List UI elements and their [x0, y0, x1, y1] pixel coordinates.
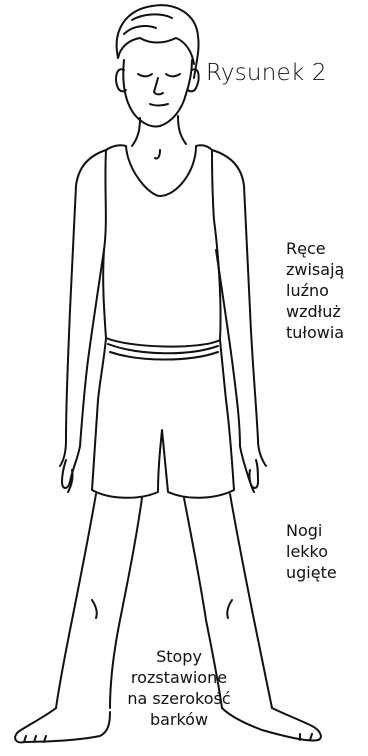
annotation-feet: Stopy rozstawione na szerokość barków: [118, 646, 240, 730]
annotation-line: Stopy: [118, 646, 240, 667]
shorts: [92, 338, 234, 498]
annotation-line: lekko: [286, 541, 337, 562]
left-eye: [138, 74, 152, 76]
left-foot: [15, 708, 110, 742]
annotation-arms: Ręce zwisają luźno wzdłuż tułowia: [286, 238, 344, 343]
nose: [154, 78, 163, 94]
neck-mark: [155, 150, 160, 159]
annotation-line: Ręce: [286, 238, 344, 259]
annotation-line: ugięte: [286, 562, 337, 583]
annotation-line: Nogi: [286, 520, 337, 541]
annotation-line: tułowia: [286, 322, 344, 343]
annotation-line: na szerokość: [118, 688, 240, 709]
annotation-line: luźno: [286, 280, 344, 301]
tank-top: [103, 145, 220, 346]
annotation-line: rozstawione: [118, 667, 240, 688]
right-eye: [166, 74, 180, 76]
neck: [132, 116, 186, 146]
knee-marks: [92, 600, 232, 618]
face: [123, 60, 192, 127]
figure-title: Rysunek 2: [206, 60, 327, 86]
annotation-line: wzdłuż: [286, 301, 344, 322]
annotation-line: zwisają: [286, 259, 344, 280]
annotation-legs: Nogi lekko ugięte: [286, 520, 337, 583]
hair: [117, 5, 199, 78]
right-hand: [240, 446, 258, 492]
mouth: [150, 104, 168, 106]
annotation-line: barków: [118, 709, 240, 730]
left-inner-arm: [80, 250, 104, 446]
